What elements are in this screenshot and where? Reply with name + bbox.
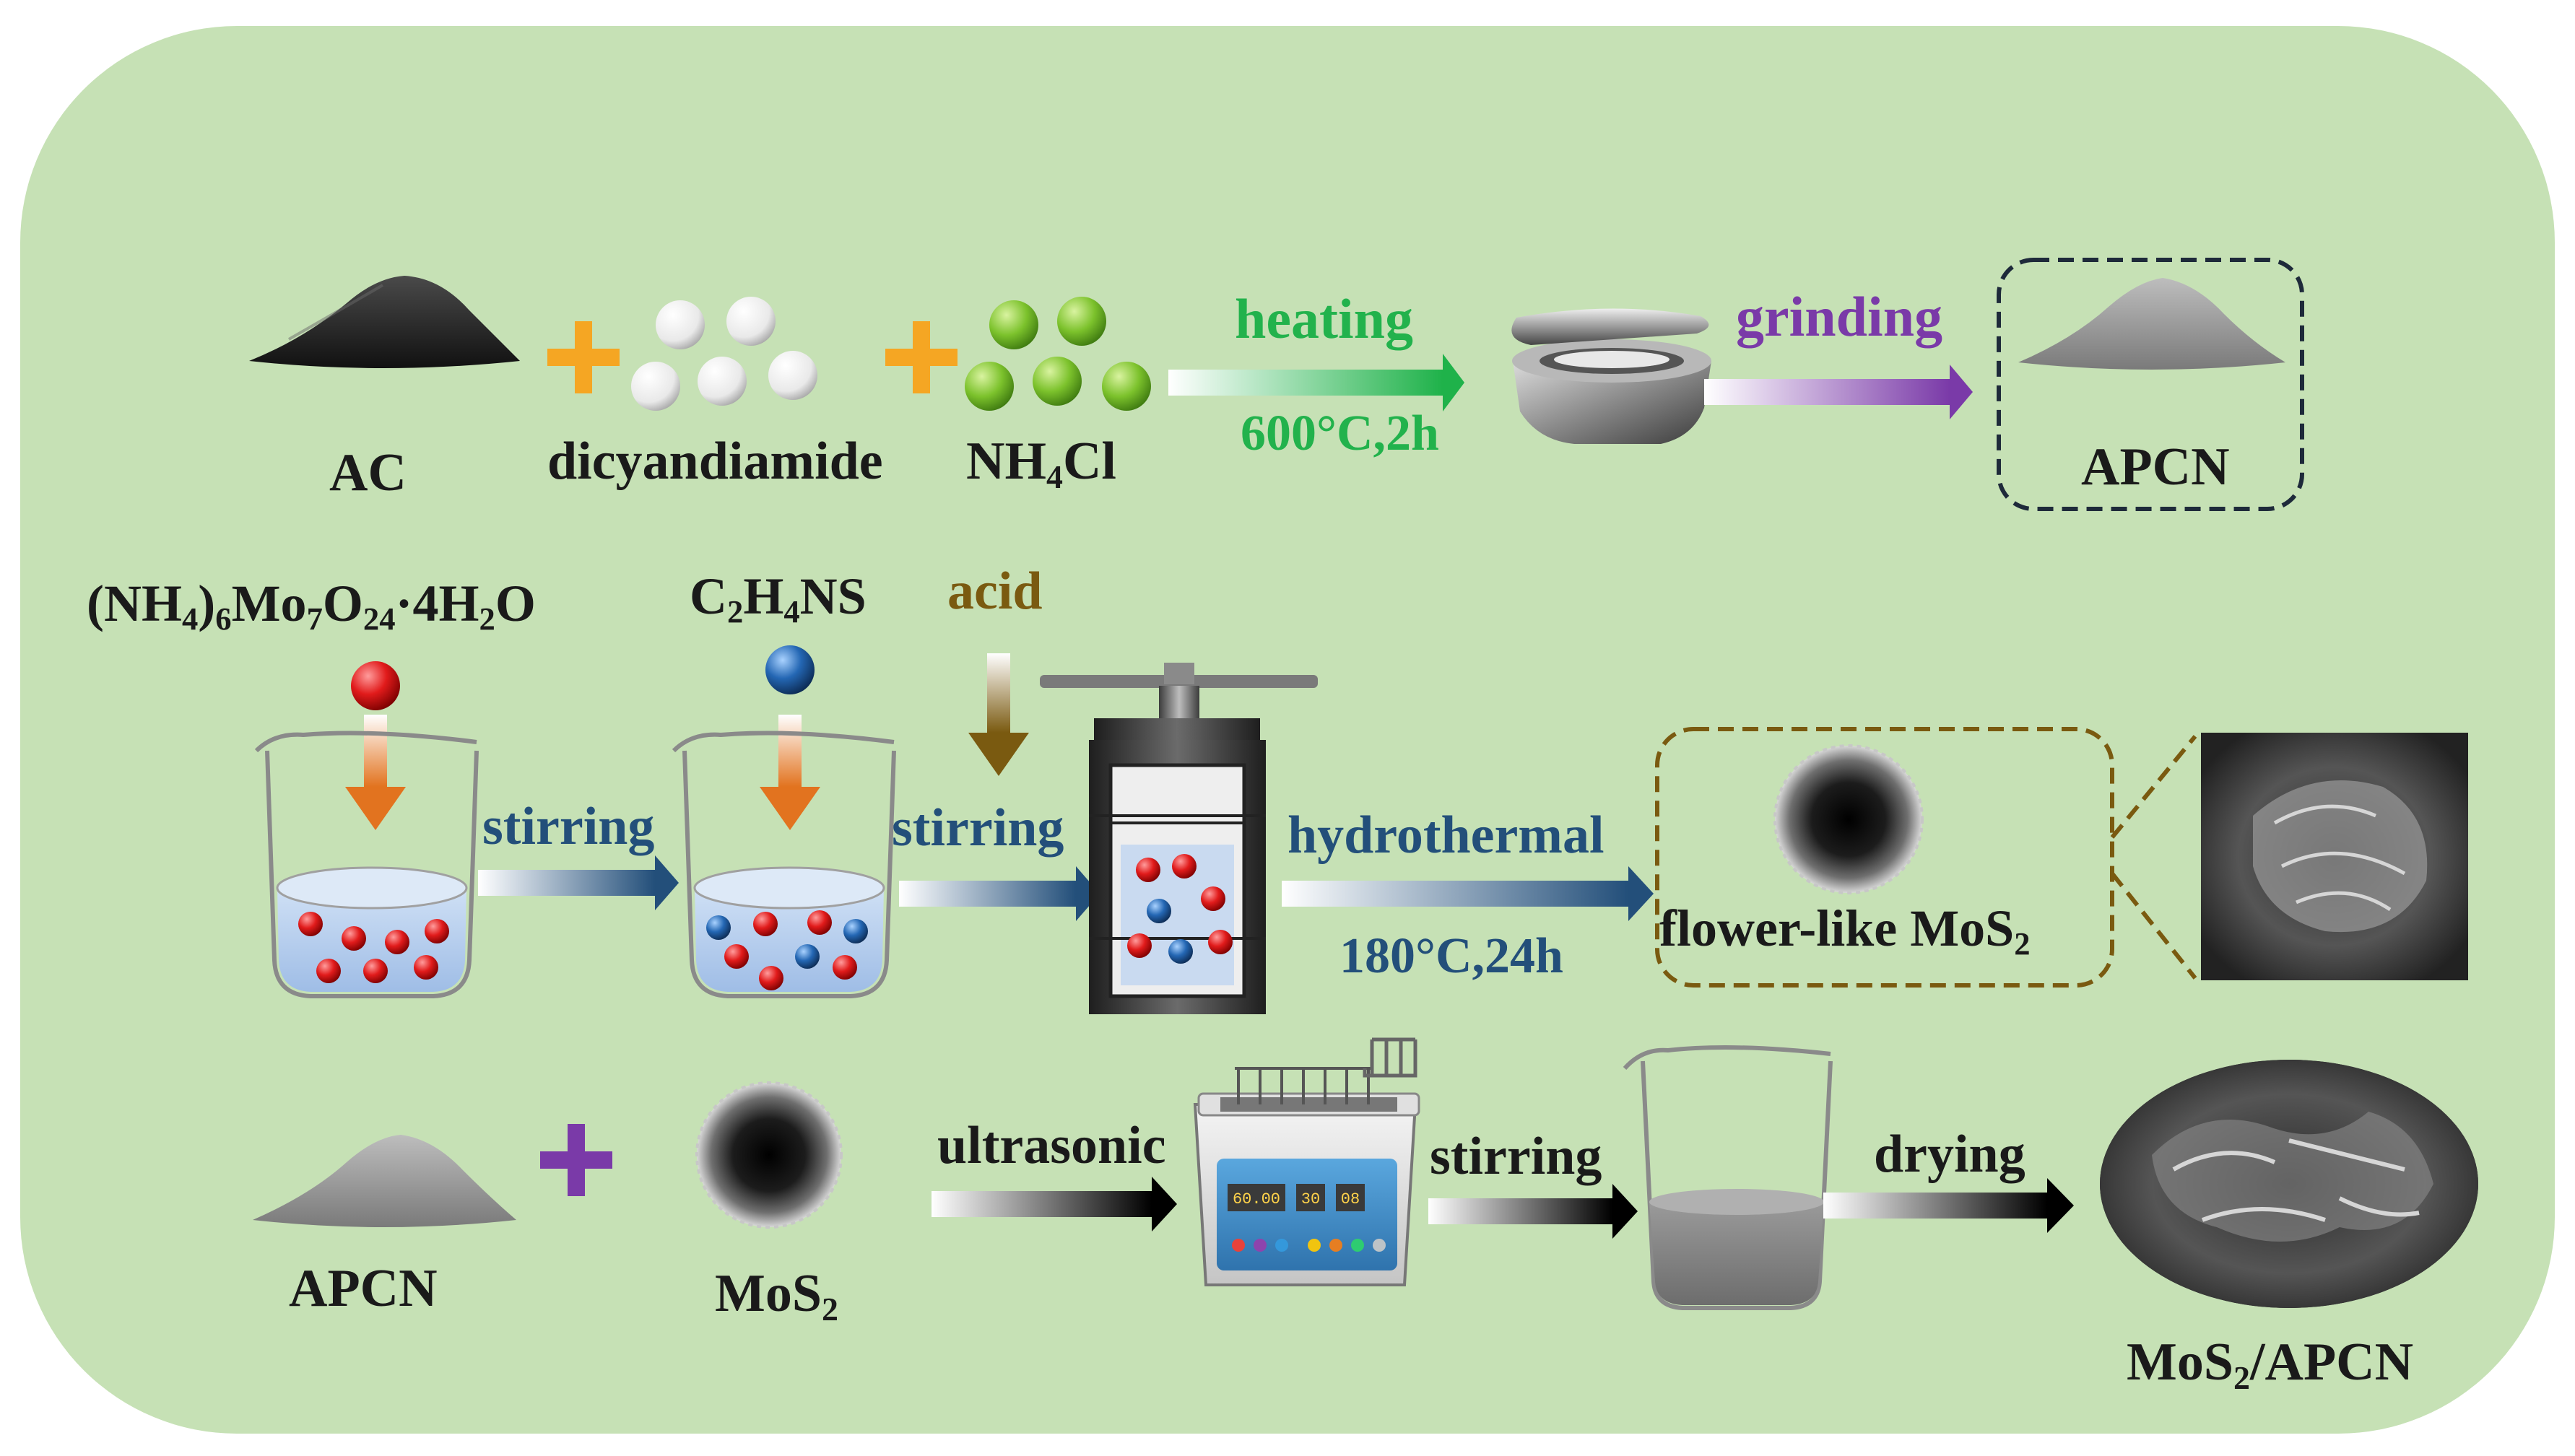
- autoclave-icon: [1040, 663, 1318, 1014]
- hydrothermal-label: hydrothermal: [1288, 806, 1605, 865]
- mos2-flower-icon: [1773, 744, 1924, 894]
- ultrasonic-value-display: 08: [1341, 1190, 1360, 1208]
- stirring-arrow-icon: [478, 855, 679, 910]
- nh4cl-label: NH4Cl: [966, 432, 1116, 495]
- stirring-arrow-icon: [1428, 1184, 1638, 1239]
- stirring-arrow-icon: [899, 866, 1100, 921]
- thioacetamide-drop-icon: [760, 645, 820, 830]
- plus-icon: [547, 321, 620, 393]
- thioacetamide-label: C2H4NS: [690, 567, 867, 630]
- heating-condition-label: 600°C,2h: [1241, 406, 1439, 461]
- ultrasonic-time-display: 60.00: [1233, 1190, 1280, 1208]
- beaker-icon: [254, 731, 479, 998]
- sem-image-mos2: [2201, 733, 2468, 980]
- apcn-powder-pile-icon: [2018, 278, 2285, 370]
- plus-icon: [885, 321, 958, 393]
- zoom-line: [2110, 735, 2197, 839]
- ultrasonic-arrow-icon: [932, 1177, 1177, 1232]
- dicyandiamide-spheres-icon: [631, 297, 817, 411]
- ultrasonic-bath-icon: [1193, 1037, 1420, 1286]
- heating-arrow-icon: [1168, 354, 1464, 411]
- grinding-label: grinding: [1736, 285, 1943, 348]
- hydrothermal-condition-label: 180°C,24h: [1339, 928, 1563, 984]
- stirring-label: stirring: [892, 798, 1064, 858]
- mos2-apcn-sem-image: [2100, 1060, 2478, 1308]
- stirring-label: stirring: [482, 797, 655, 856]
- ammonium-chloride-spheres-icon: [965, 297, 1151, 411]
- ammonium-molybdate-label: (NH4)6Mo7O24·4H2O: [87, 575, 536, 637]
- ac-label: AC: [329, 443, 407, 502]
- mos2-label: MoS2: [715, 1264, 838, 1328]
- flower-mos2-frame: [1655, 727, 2114, 988]
- drying-label: drying: [1874, 1125, 2025, 1184]
- apcn-product-frame: [1997, 258, 2304, 511]
- drying-arrow-icon: [1823, 1178, 2074, 1233]
- ultrasonic-value-display: 30: [1301, 1190, 1320, 1208]
- plus-icon: [540, 1124, 612, 1196]
- ultrasonic-label: ultrasonic: [937, 1116, 1166, 1175]
- activated-carbon-pile-icon: [249, 276, 520, 368]
- apcn-powder-pile-icon: [253, 1135, 516, 1227]
- mos2-apcn-label: MoS2/APCN: [2127, 1333, 2414, 1396]
- molybdate-drop-icon: [345, 661, 406, 830]
- acid-drop-icon: [968, 653, 1029, 776]
- mos2-flower-icon: [695, 1081, 843, 1229]
- apcn-label: APCN: [2081, 437, 2230, 497]
- grinding-arrow-icon: [1704, 365, 1973, 419]
- acid-label: acid: [947, 562, 1043, 621]
- flower-mos2-label: flower-like MoS2: [1659, 899, 2031, 962]
- beaker-icon: [1623, 1045, 1833, 1310]
- beaker-icon: [672, 731, 896, 998]
- hydrothermal-arrow-icon: [1282, 866, 1654, 921]
- mortar-pestle-icon: [1511, 308, 1711, 444]
- stirring-label: stirring: [1430, 1127, 1602, 1186]
- apcn-label: APCN: [289, 1259, 438, 1318]
- heating-label: heating: [1235, 287, 1414, 350]
- zoom-line: [2110, 872, 2197, 980]
- dicyandiamide-label: dicyandiamide: [547, 432, 883, 491]
